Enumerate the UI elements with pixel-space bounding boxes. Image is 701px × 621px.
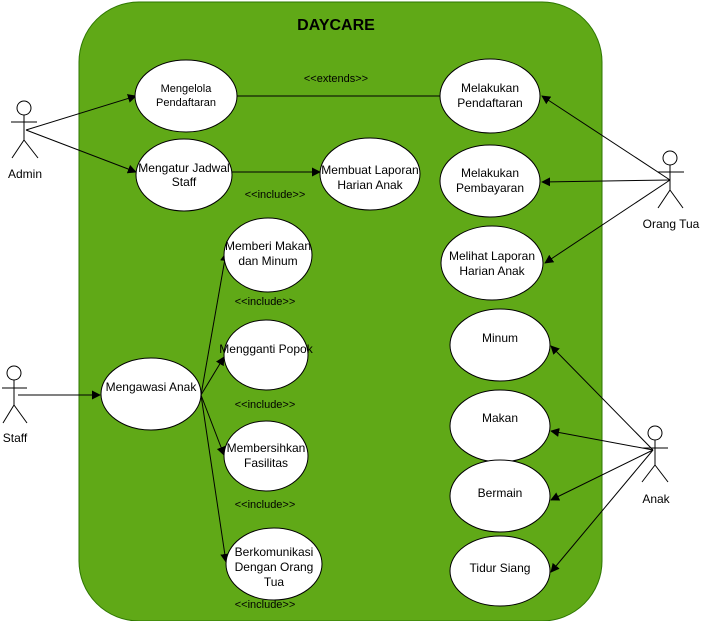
usecase-label: Tidur Siang (470, 561, 531, 575)
usecase-label: Bermain (478, 486, 523, 500)
label-include-komunikasi: <<include>> (235, 599, 296, 611)
usecase-label: Berkomunikasi (235, 545, 314, 559)
usecase-label: Harian Anak (459, 264, 525, 278)
actor-anak-label: Anak (642, 492, 670, 506)
actor-head (16, 100, 32, 116)
actor-leg-right (13, 404, 28, 424)
line-anak-makan (550, 428, 654, 451)
usecase-berkomunikasi[interactable]: Berkomunikasi Dengan Orang Tua (225, 527, 323, 601)
usecase-label: Tua (264, 575, 285, 589)
usecase-label: Mengelola (161, 83, 213, 95)
line-include-komunikasi (200, 394, 230, 563)
usecase-label: Minum (482, 331, 518, 345)
usecase-mengganti-popok[interactable]: Mengganti Popok (219, 319, 314, 391)
line-ortu-pembayaran (541, 177, 671, 187)
actor-leg-right (654, 464, 669, 483)
actor-orang-tua[interactable] (657, 150, 684, 209)
actor-leg-left (11, 139, 25, 159)
usecase-bermain[interactable]: Bermain (449, 459, 551, 533)
line-include-popok (200, 356, 225, 396)
usecase-membuat-laporan[interactable]: Membuat Laporan Harian Anak (319, 137, 421, 211)
usecase-melihat-laporan[interactable]: Melihat Laporan Harian Anak (440, 225, 544, 301)
actor-orang-tua-label: Orang Tua (643, 217, 700, 231)
usecase-melakukan-pembayaran[interactable]: Melakukan Pembayaran (439, 144, 541, 218)
line-anak-tidur (550, 449, 654, 573)
usecase-memberi-makan[interactable]: Memberi Makan dan Minum (223, 217, 313, 293)
actor-head (647, 425, 663, 441)
usecase-label: Fasilitas (244, 456, 288, 470)
label-include-laporan: <<include>> (245, 189, 306, 201)
system-title: DAYCARE (297, 17, 375, 34)
line-ortu-pendaftaran (541, 95, 671, 181)
relation-lines (18, 94, 671, 573)
usecase-mengatur-jadwal-staff[interactable]: Mengatur Jadwal Staff (135, 138, 233, 212)
actor-anak[interactable] (641, 425, 669, 483)
usecase-label: Membersihkan (227, 441, 306, 455)
usecase-label: Mengawasi Anak (106, 380, 198, 394)
actor-leg-left (657, 189, 671, 209)
actor-admin[interactable] (11, 100, 39, 159)
line-admin-mengelola (25, 94, 137, 131)
line-ortu-laporan (544, 179, 671, 264)
usecase-label: Pendaftaran (156, 97, 216, 109)
actor-head (662, 150, 678, 166)
actor-leg-left (641, 464, 656, 483)
label-extends: <<extends>> (304, 73, 368, 85)
usecase-label: Staff (172, 175, 197, 189)
usecase-label: Mengatur Jadwal (138, 161, 229, 175)
label-include-makan: <<include>> (235, 296, 296, 308)
line-include-makan (200, 252, 230, 396)
actor-admin-label: Admin (8, 167, 42, 181)
usecase-label: Harian Anak (337, 178, 403, 192)
usecase-label: Melakukan (461, 81, 519, 95)
usecase-label: Mengganti Popok (219, 342, 313, 356)
usecase-mengawasi-anak[interactable]: Mengawasi Anak (100, 357, 202, 431)
usecase-tidur-siang[interactable]: Tidur Siang (449, 535, 551, 607)
usecase-label: Memberi Makan (225, 239, 311, 253)
usecase-label: Pendaftaran (457, 96, 522, 110)
usecase-minum[interactable]: Minum (449, 308, 551, 382)
usecase-label: Melihat Laporan (449, 249, 535, 263)
actor-leg-right (23, 139, 39, 159)
actor-staff[interactable] (2, 365, 28, 424)
usecase-membersihkan-fasilitas[interactable]: Membersihkan Fasilitas (223, 420, 309, 492)
usecase-label: Pembayaran (456, 181, 524, 195)
actor-staff-label: Staff (3, 431, 28, 445)
usecase-melakukan-pendaftaran[interactable]: Melakukan Pendaftaran (439, 58, 541, 134)
usecase-mengelola-pendaftaran[interactable]: Mengelola Pendaftaran (134, 59, 238, 133)
actor-leg-right (669, 189, 684, 209)
line-anak-minum (550, 345, 654, 451)
line-include-bersih (200, 394, 226, 456)
line-admin-mengatur (25, 129, 137, 174)
label-include-bersih: <<include>> (235, 499, 296, 511)
usecase-makan[interactable]: Makan (449, 389, 551, 463)
usecase-label: Dengan Orang (235, 560, 314, 574)
label-include-popok: <<include>> (235, 399, 296, 411)
usecase-label: Makan (482, 411, 518, 425)
usecase-label: dan Minum (238, 254, 297, 268)
usecase-label: Membuat Laporan (321, 163, 418, 177)
line-anak-bermain (550, 449, 654, 501)
actor-leg-left (2, 404, 15, 424)
usecase-label: Melakukan (461, 166, 519, 180)
actor-head (6, 365, 22, 381)
